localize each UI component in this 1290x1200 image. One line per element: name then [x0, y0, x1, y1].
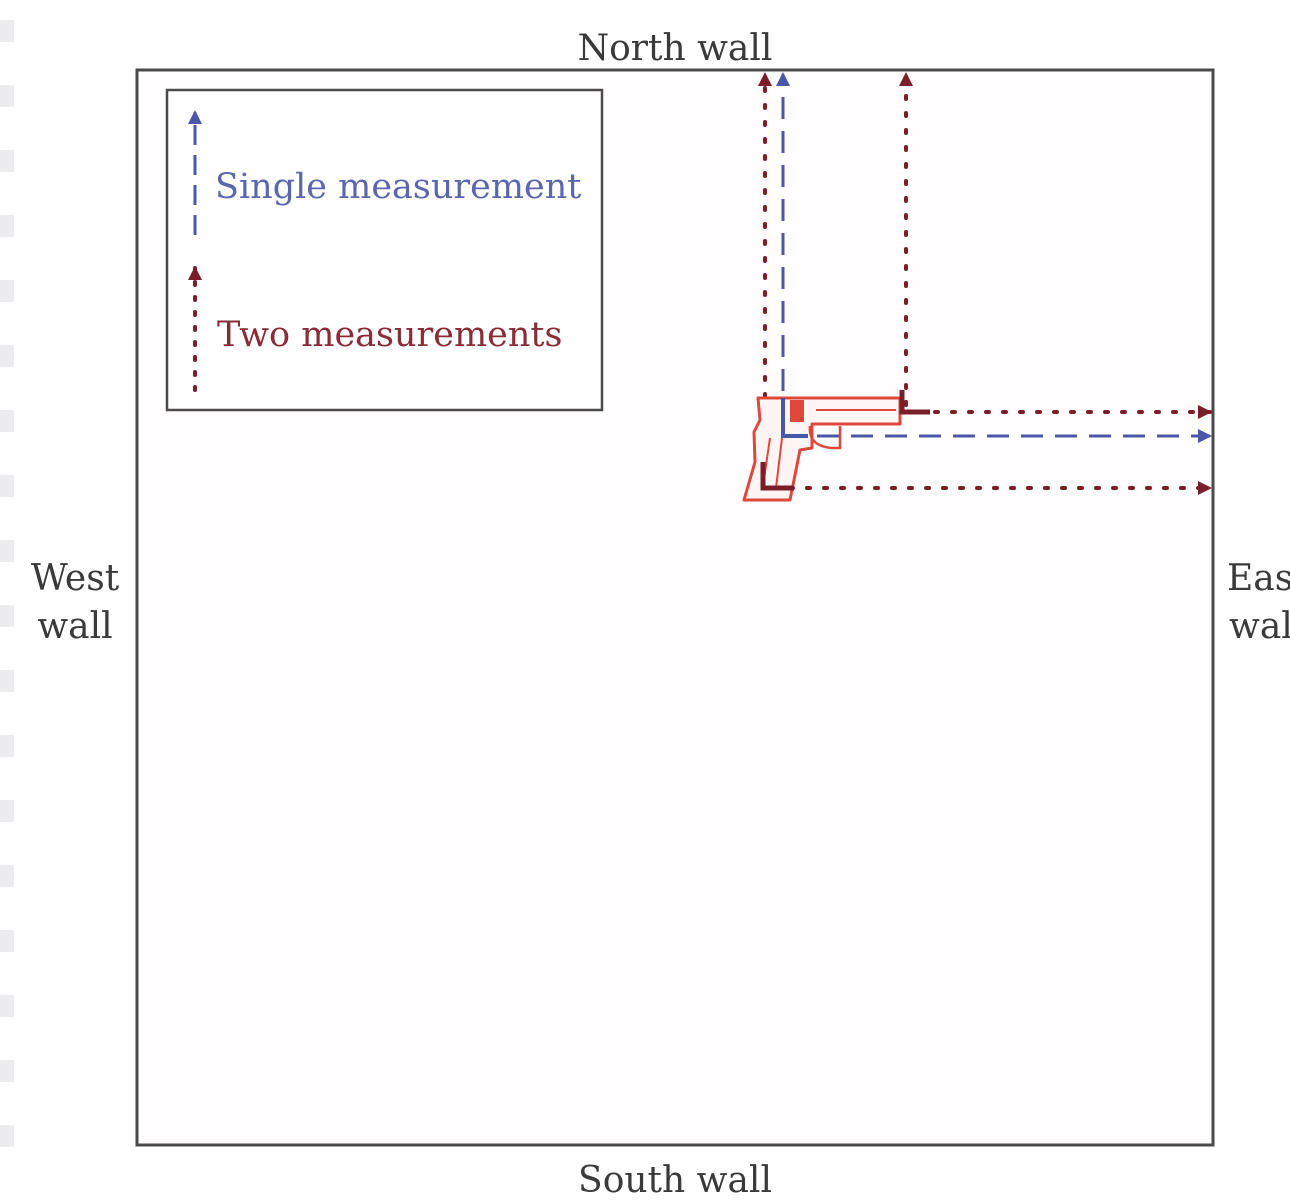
- muzzle-origin-marker: [899, 390, 930, 415]
- handgun-hammer: [790, 400, 804, 422]
- hammer-origin-marker: [781, 398, 808, 438]
- grip-origin-marker: [760, 462, 794, 491]
- measurement-origin-markers: [760, 390, 930, 491]
- two-measurement-lines: [758, 72, 1212, 495]
- legend-box: [165, 88, 604, 412]
- legend-single-label: Single measurement: [215, 167, 581, 207]
- east-wall-label-line1: East: [1227, 558, 1290, 599]
- page-edge-decoration: [0, 20, 14, 1147]
- west-wall-label-line1: West: [31, 558, 120, 599]
- single-measurement-lines: [776, 72, 1212, 443]
- legend: Single measurement Two measurements: [165, 88, 604, 412]
- handgun-trigger-guard: [808, 425, 842, 450]
- south-wall-label: South wall: [578, 1160, 772, 1200]
- east-wall-label-line2: wall: [1229, 606, 1290, 647]
- north-wall-label: North wall: [578, 28, 773, 69]
- west-wall-label-line2: wall: [37, 606, 112, 647]
- legend-two-label: Two measurements: [217, 315, 562, 355]
